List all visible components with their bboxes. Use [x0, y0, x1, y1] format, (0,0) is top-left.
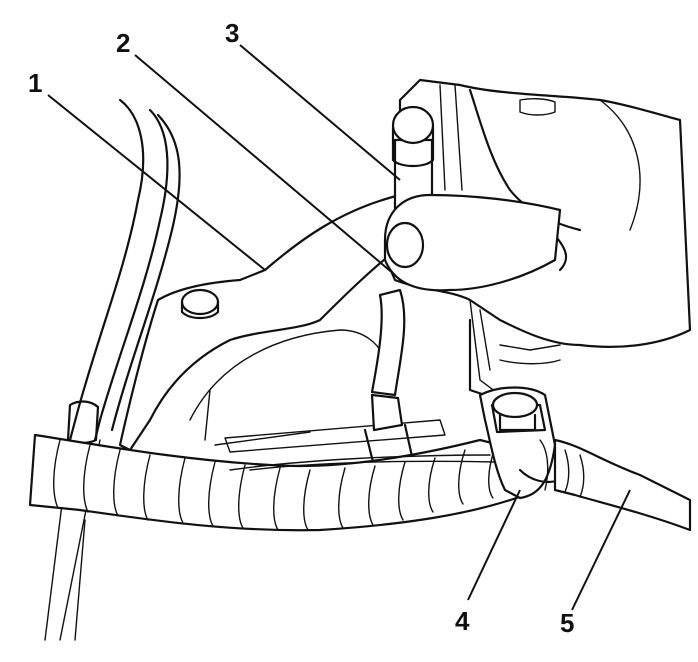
wrapped-hose [28, 433, 527, 532]
leader-2 [134, 54, 396, 276]
callout-3: 3 [225, 18, 239, 48]
callout-4: 4 [455, 606, 470, 636]
callout-labels: 1 2 3 4 5 [28, 18, 574, 638]
leader-1 [47, 94, 266, 271]
leader-3 [239, 44, 401, 181]
leader-lines [47, 44, 631, 611]
hose-clamp-bracket [478, 386, 562, 500]
callout-1: 1 [28, 68, 42, 98]
leader-4 [467, 489, 521, 601]
down-hose [363, 288, 417, 472]
callout-5: 5 [560, 608, 574, 638]
leader-5 [571, 489, 631, 611]
right-side-tube [539, 438, 692, 532]
callout-2: 2 [116, 28, 130, 58]
hose-elbow-connector [383, 193, 562, 292]
mounting-bracket [118, 193, 446, 453]
